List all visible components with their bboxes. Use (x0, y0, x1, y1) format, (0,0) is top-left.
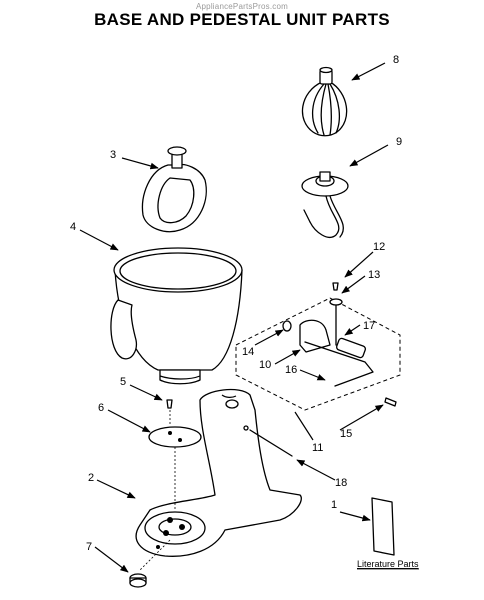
callout-13: 13 (368, 269, 380, 281)
dough-hook-part (301, 171, 349, 238)
callout-6: 6 (98, 402, 104, 414)
callout-3: 3 (110, 149, 116, 161)
callout-9: 9 (396, 136, 402, 148)
callout-18: 18 (335, 477, 347, 489)
callout-14: 14 (242, 346, 254, 358)
literature-part (371, 497, 395, 556)
watermark-text: AppliancePartsPros.com (196, 2, 288, 11)
callout-17: 17 (363, 320, 375, 332)
callout-15: 15 (340, 428, 352, 440)
callout-2: 2 (88, 472, 94, 484)
callout-10: 10 (259, 359, 271, 371)
callout-8: 8 (393, 54, 399, 66)
leader-lines (79, 62, 389, 573)
base-unit-part (129, 388, 302, 588)
hinge-pin-group (235, 282, 401, 411)
callout-12: 12 (373, 241, 385, 253)
flat-beater-part (141, 146, 207, 233)
callout-4: 4 (70, 221, 76, 233)
bowl-part (110, 247, 243, 385)
callout-11: 11 (312, 442, 323, 454)
callout-7: 7 (86, 541, 92, 553)
literature-parts-label: Literature Parts (357, 559, 419, 569)
callout-5: 5 (120, 376, 126, 388)
callout-1: 1 (331, 499, 337, 511)
page-title: BASE AND PEDESTAL UNIT PARTS (94, 10, 390, 29)
callout-16: 16 (285, 364, 297, 376)
wire-whip-part (301, 66, 348, 137)
